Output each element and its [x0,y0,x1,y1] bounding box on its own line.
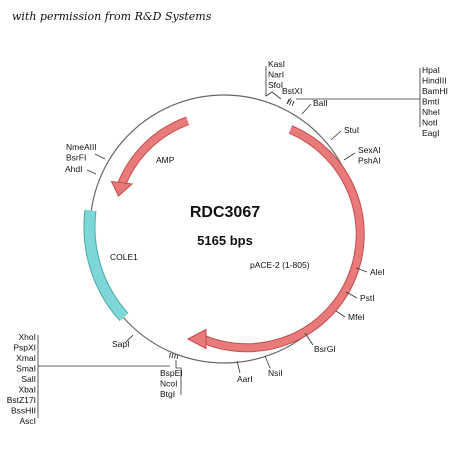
site-label-sexai: SexAI [358,145,381,155]
site-label-sfoi: SfoI [268,80,283,90]
plasmid-size: 5165 bps [197,233,253,248]
site-label-nsii: NsiI [268,368,283,378]
pace-label: pACE-2 (1-805) [250,260,310,270]
site-leader-aari [236,360,241,374]
site-label-sapi: SapI [112,339,130,349]
site-leader-bstxi [286,97,292,105]
site-leader-bottom [175,360,182,395]
site-leader-mcs-bottom [37,335,170,418]
site-label-bamhi: BamHI [422,86,448,96]
site-label-ncoi: NcoI [160,379,177,389]
site-leader-nsii [264,355,271,369]
site-label-pshai: PshAI [358,156,381,166]
site-label-asci: AscI [19,416,36,426]
site-label-xmai: XmaI [16,353,36,363]
site-label-eagi: EagI [422,128,440,138]
mcs-bottom-hatch [169,352,179,360]
amp-label: AMP [156,155,175,165]
site-leader-sexai [343,152,356,161]
site-leader-mcs-top [296,68,421,127]
site-label-hindiii: HindIII [422,76,447,86]
site-label-pspxi: PspXI [13,343,36,353]
site-leader-stui [330,130,342,141]
amp-arrowhead [110,180,134,197]
site-label-btgi: BtgI [160,389,175,399]
pace-arrowhead [186,328,207,350]
plasmid-name: RDC3067 [190,204,260,221]
site-leader-psti [345,291,358,299]
site-label-ahdi: AhdI [65,164,83,174]
site-label-xbai: XbaI [19,385,37,395]
site-label-sali: SalI [21,374,36,384]
site-label-bmti: BmtI [422,97,439,107]
site-label-alei: AleI [370,267,385,277]
amp-arrow [117,117,189,188]
site-label-bsshii: BssHII [11,406,36,416]
pace-arrow [201,126,364,352]
site-label-bsrgi: BsrGI [314,344,336,354]
site-label-noti: NotI [422,118,438,128]
site-label-bstz17i: BstZ17I [7,395,36,405]
site-label-kasi: KasI [268,59,285,69]
site-leader-bsrgi [304,332,314,346]
site-label-bspei: BspEI [160,368,183,378]
site-leader-alei [355,267,368,273]
site-label-stui: StuI [344,125,359,135]
site-leader-top [265,66,282,100]
cole1-block [84,209,128,321]
site-leader-ahdi [86,169,97,175]
site-leader-mfei [335,310,346,318]
site-label-mfei: MfeI [348,312,365,322]
credit-text: with permission from R&D Systems [12,10,212,23]
site-label-hpai: HpaI [422,65,440,75]
site-label-bali: BalI [313,98,328,108]
site-leader-ball [301,103,312,115]
site-leader-sapi [124,334,134,344]
amp-arrow-outline [116,116,190,188]
site-label-nmeaiii: NmeAIII [66,142,97,152]
site-label-nhei: NheI [422,107,440,117]
cole1-label: COLE1 [110,252,138,262]
site-label-psti: PstI [360,293,375,303]
site-label-xhoi: XhoI [19,332,37,342]
site-leader-nme [94,153,106,160]
site-label-bsrfi: BsrFI [66,153,86,163]
site-label-bstxi: BstXI [282,86,302,96]
site-label-nari: NarI [268,70,284,80]
site-leaders [37,66,421,418]
site-label-aari: AarI [237,374,253,384]
site-label-smai: SmaI [16,364,36,374]
